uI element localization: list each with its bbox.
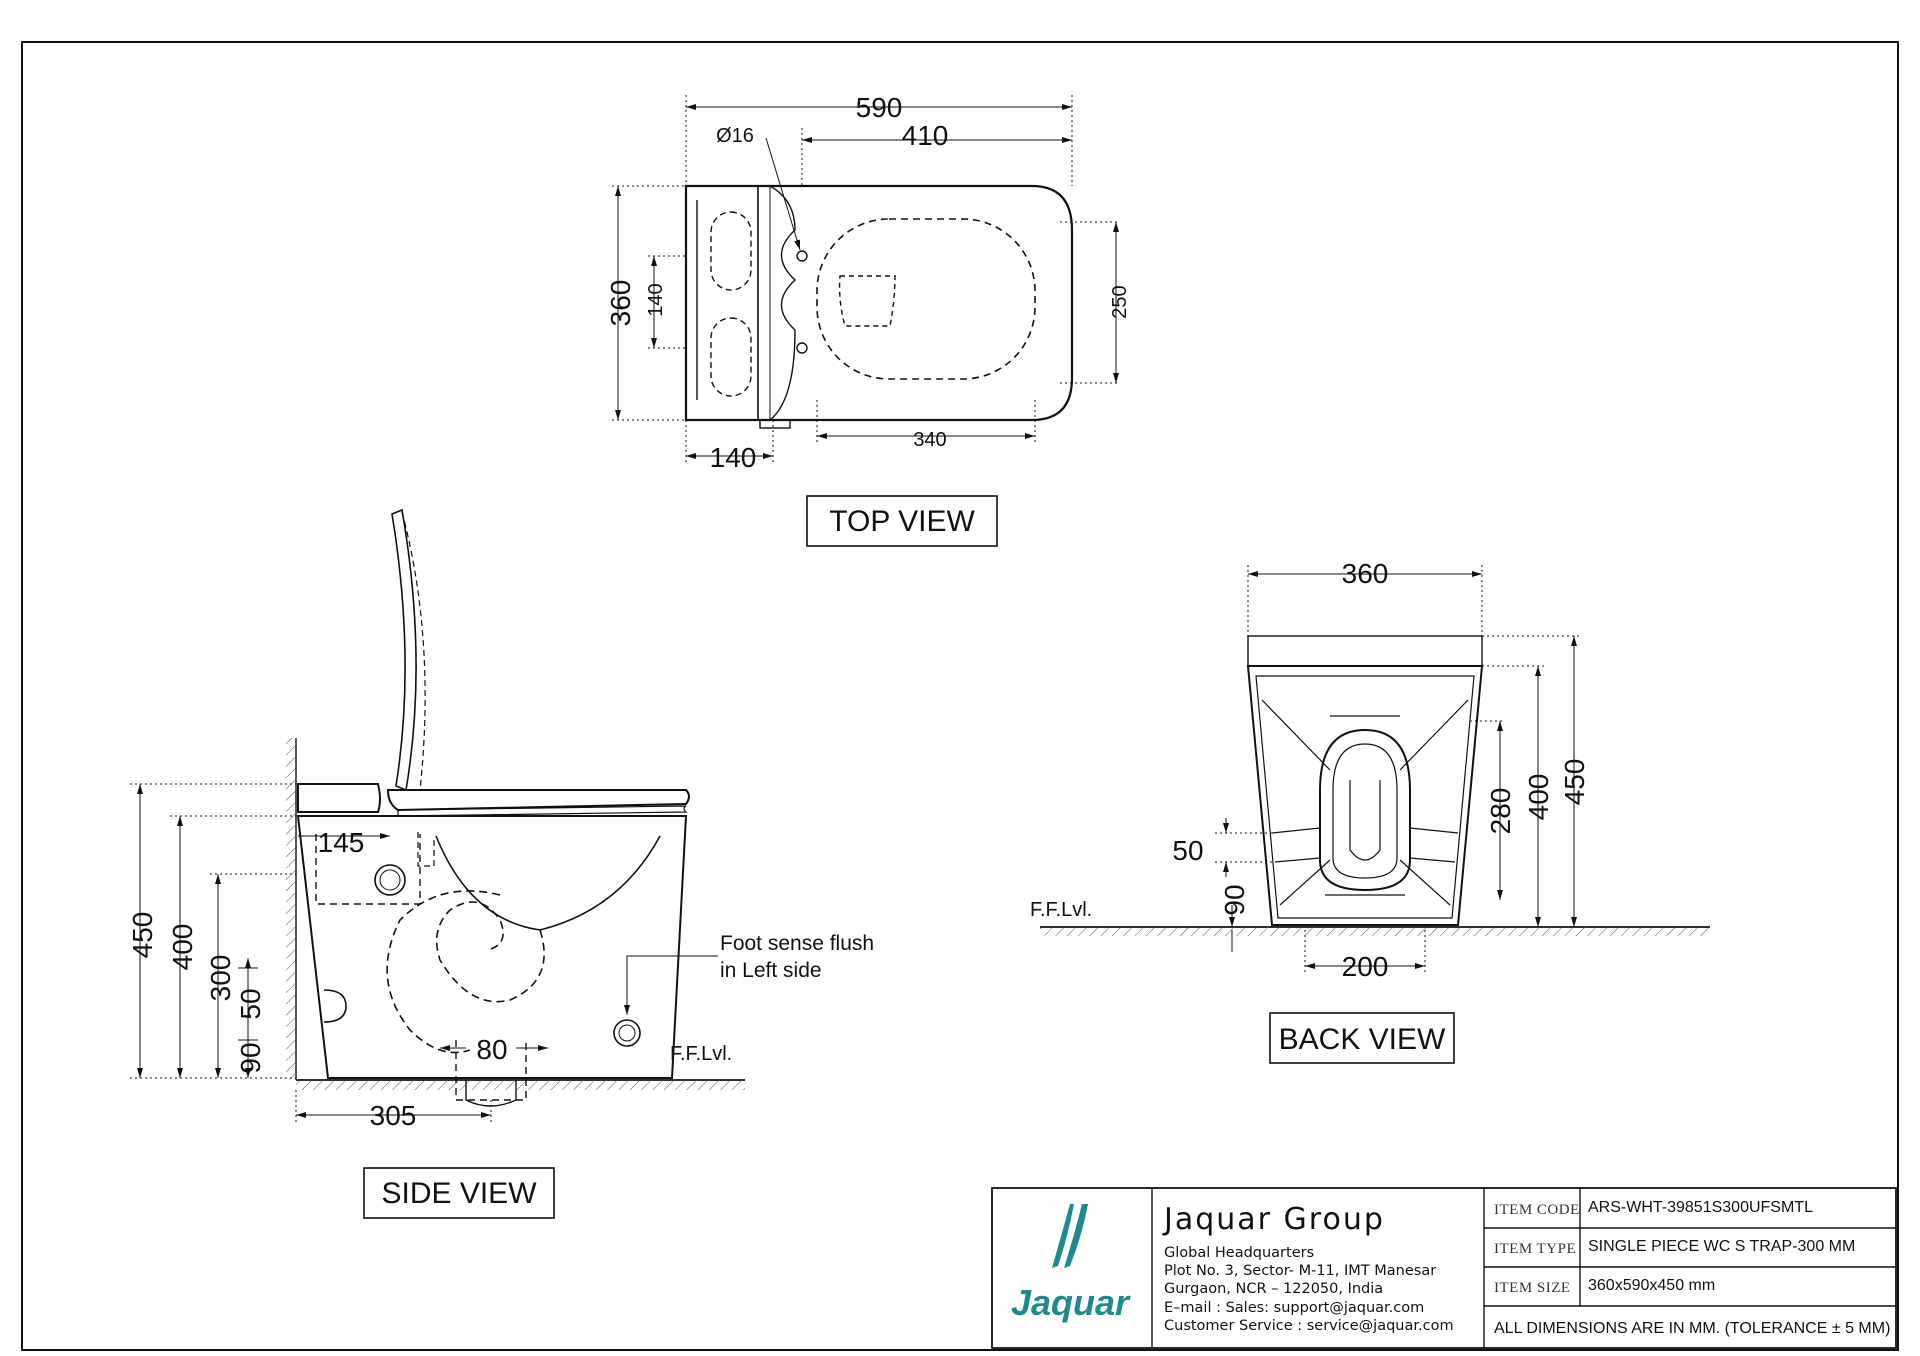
raised-seat-lid bbox=[391, 508, 417, 792]
item-code-value: ARS-WHT-39851S300UFSMTL bbox=[1588, 1199, 1813, 1216]
dim-360: 360 bbox=[605, 280, 636, 327]
supply-inlet bbox=[374, 864, 406, 896]
dim-50: 50 bbox=[235, 988, 266, 1019]
back-body bbox=[1246, 665, 1484, 926]
address-line: Global Headquarters bbox=[1164, 1245, 1314, 1261]
top-view-title: TOP VIEW bbox=[829, 505, 975, 538]
back-view-dimension-text: 360 450 400 280 50 90 200 F.F.Lvl. bbox=[1030, 558, 1590, 982]
back-floor-level-label: F.F.Lvl. bbox=[1030, 899, 1092, 921]
foot-sense-note: Foot sense flush bbox=[720, 932, 874, 955]
dim-410: 410 bbox=[902, 120, 949, 151]
dim-140-tank: 140 bbox=[710, 442, 757, 473]
dim-300: 300 bbox=[205, 955, 236, 1002]
back-view bbox=[1040, 635, 1710, 936]
toilet-body bbox=[296, 815, 688, 1079]
title-block bbox=[991, 1187, 1897, 1349]
dim-590: 590 bbox=[856, 92, 903, 123]
item-size-label: ITEM SIZE bbox=[1494, 1280, 1571, 1296]
dim-400: 400 bbox=[167, 924, 198, 971]
back-dim-360: 360 bbox=[1342, 558, 1389, 589]
tolerance-note: ALL DIMENSIONS ARE IN MM. (TOLERANCE ± 5… bbox=[1494, 1320, 1890, 1337]
dim-140-holes: 140 bbox=[645, 283, 667, 316]
address-line: Customer Service : service@jaquar.com bbox=[1164, 1318, 1454, 1334]
back-view-label: BACK VIEW bbox=[1269, 1012, 1455, 1064]
back-dim-200: 200 bbox=[1342, 951, 1389, 982]
top-view-label: TOP VIEW bbox=[806, 495, 998, 547]
logo-mark bbox=[1052, 1204, 1074, 1268]
tank bbox=[297, 783, 381, 813]
dim-hole-dia: Ø16 bbox=[716, 125, 754, 147]
back-dim-50: 50 bbox=[1172, 835, 1203, 866]
side-view-label: SIDE VIEW bbox=[363, 1167, 555, 1219]
floor-level-label: F.F.Lvl. bbox=[670, 1043, 732, 1065]
logo-text: Jaquar bbox=[1011, 1282, 1131, 1323]
bowl-opening bbox=[816, 218, 1036, 380]
jaquar-logo: Jaquar bbox=[1011, 1204, 1131, 1323]
item-details: ITEM CODE ARS-WHT-39851S300UFSMTL ITEM T… bbox=[1494, 1199, 1890, 1337]
foot-sense-note-2: in Left side bbox=[720, 959, 822, 982]
item-code-label: ITEM CODE bbox=[1494, 1202, 1580, 1218]
item-type-label: ITEM TYPE bbox=[1494, 1241, 1576, 1257]
side-view bbox=[286, 508, 745, 1107]
top-view bbox=[684, 184, 1074, 429]
side-view-title: SIDE VIEW bbox=[381, 1177, 537, 1210]
dim-450: 450 bbox=[127, 912, 158, 959]
back-view-title: BACK VIEW bbox=[1279, 1023, 1446, 1056]
dim-340: 340 bbox=[913, 429, 946, 451]
foot-sense-button bbox=[613, 1019, 641, 1047]
top-view-outline bbox=[684, 184, 1074, 422]
top-view-dimension-text: 590 410 Ø16 360 140 250 140 340 bbox=[605, 92, 1131, 473]
seat bbox=[386, 789, 690, 812]
dim-80: 80 bbox=[476, 1034, 507, 1065]
dim-250: 250 bbox=[1109, 285, 1131, 318]
top-view-dimensions bbox=[612, 95, 1120, 465]
fixing-hole bbox=[796, 342, 808, 354]
address-line: Plot No. 3, Sector- M-11, IMT Manesar bbox=[1164, 1263, 1436, 1279]
item-type-value: SINGLE PIECE WC S TRAP-300 MM bbox=[1588, 1238, 1855, 1255]
address-line: E–mail : Sales: support@jaquar.com bbox=[1164, 1300, 1424, 1316]
address-line: Gurgaon, NCR – 122050, India bbox=[1164, 1281, 1383, 1297]
s-trap bbox=[435, 901, 545, 1003]
back-dim-400: 400 bbox=[1523, 774, 1554, 821]
company-info: Jaquar Group Global Headquarters Plot No… bbox=[1162, 1202, 1454, 1334]
fixing-hole bbox=[796, 250, 808, 262]
dim-305: 305 bbox=[370, 1100, 417, 1131]
sheet-border bbox=[21, 41, 1899, 1351]
back-dim-90: 90 bbox=[1219, 884, 1250, 915]
back-trap-opening bbox=[1319, 728, 1411, 892]
company-name: Jaquar Group bbox=[1162, 1202, 1385, 1237]
back-seat-top bbox=[1247, 635, 1483, 667]
back-dim-280: 280 bbox=[1485, 788, 1516, 835]
back-dim-450: 450 bbox=[1559, 759, 1590, 806]
side-view-dimension-text: 450 400 300 50 90 145 80 305 Foot sense … bbox=[127, 827, 874, 1131]
back-view-dimensions bbox=[1215, 565, 1580, 975]
dim-90: 90 bbox=[235, 1042, 266, 1073]
item-size-value: 360x590x450 mm bbox=[1588, 1277, 1715, 1294]
side-view-dimensions bbox=[130, 783, 718, 1122]
dim-145: 145 bbox=[318, 827, 365, 858]
